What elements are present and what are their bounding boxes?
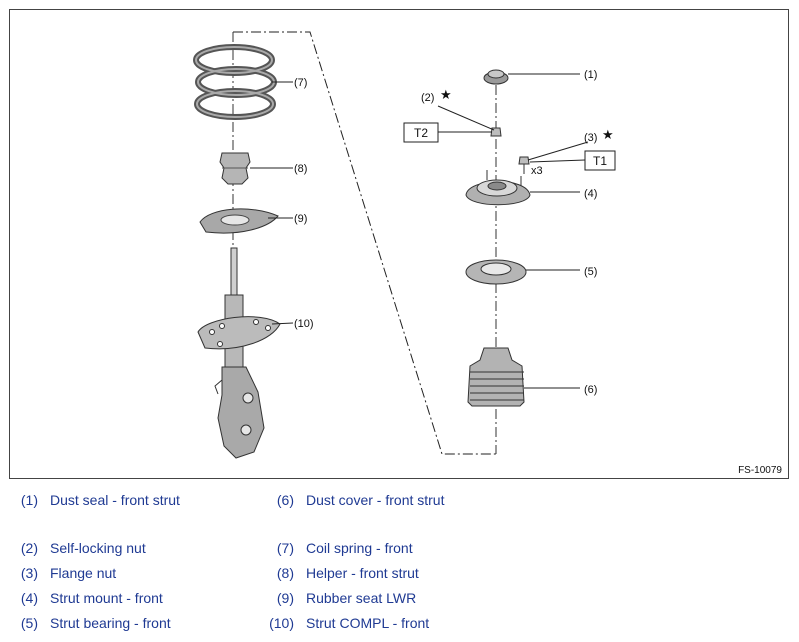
- explode-boundary: [233, 31, 496, 455]
- dust-cover-part: [467, 347, 525, 407]
- callout-8: (8): [294, 163, 307, 175]
- callout-6: (6): [584, 384, 597, 396]
- torque-box-t1: [584, 150, 616, 171]
- legend-number: (2): [20, 540, 38, 556]
- figure-code: FS-10079: [738, 465, 782, 476]
- strut-mount-part: [465, 170, 531, 206]
- legend-label: Strut mount - front: [50, 590, 163, 606]
- legend-number: (4): [20, 590, 38, 606]
- legend-number: (10): [269, 615, 294, 631]
- callout-9: (9): [294, 213, 307, 225]
- callout-10: (10): [294, 318, 314, 330]
- legend-item: (8) Helper - front strut: [256, 565, 419, 581]
- legend-item: (4) Strut mount - front: [0, 590, 163, 606]
- helper-part: [219, 152, 251, 185]
- callout-1: (1): [584, 69, 597, 81]
- strut-bearing-part: [465, 259, 527, 285]
- legend-item: (3) Flange nut: [0, 565, 116, 581]
- callout-5: (5): [584, 266, 597, 278]
- legend-label: Dust cover - front strut: [306, 492, 445, 508]
- star-icon-c3: ★: [602, 127, 614, 142]
- legend-item: (10) Strut COMPL - front: [256, 615, 429, 631]
- exploded-strut-diagram: T2 T1 x3 ★ ★ (1) (2) (3) (4) (5) (6) (7)…: [193, 31, 616, 459]
- flange-nut-part: [518, 156, 530, 174]
- legend-number: (3): [20, 565, 38, 581]
- callout-7: (7): [294, 77, 307, 89]
- coil-spring-part: [193, 44, 277, 120]
- star-icon-c2: ★: [440, 87, 452, 102]
- legend-number: (8): [276, 565, 294, 581]
- legend-item: (1) Dust seal - front strut: [0, 492, 180, 508]
- legend-label: Strut bearing - front: [50, 615, 171, 631]
- legend-number: (5): [20, 615, 38, 631]
- legend-item: (2) Self-locking nut: [0, 540, 146, 556]
- legend-label: Self-locking nut: [50, 540, 146, 556]
- dust-seal-part: [483, 69, 509, 85]
- legend-label: Dust seal - front strut: [50, 492, 180, 508]
- callout-3: (3): [584, 132, 597, 144]
- rubber-seat-part: [199, 208, 279, 234]
- callout-4: (4): [584, 188, 597, 200]
- legend-number: (7): [276, 540, 294, 556]
- center-axis: [232, 32, 497, 454]
- legend-label: Strut COMPL - front: [306, 615, 430, 631]
- leader-lines: [250, 73, 589, 389]
- legend-label: Helper - front strut: [306, 565, 419, 581]
- torque-label-t1: T1: [593, 154, 607, 168]
- diagram-frame: T2 T1 x3 ★ ★ (1) (2) (3) (4) (5) (6) (7)…: [9, 9, 789, 479]
- legend-item: (7) Coil spring - front: [256, 540, 413, 556]
- quantity-label: x3: [531, 165, 543, 177]
- legend-number: (6): [276, 492, 294, 508]
- parts-legend: (1) Dust seal - front strut (6) Dust cover…: [0, 480, 799, 642]
- torque-label-t2: T2: [414, 126, 428, 140]
- legend-item: (9) Rubber seat LWR: [256, 590, 416, 606]
- torque-box-t2: [403, 122, 439, 143]
- legend-label: Flange nut: [50, 565, 117, 581]
- legend-number: (9): [276, 590, 294, 606]
- legend-label: Coil spring - front: [306, 540, 413, 556]
- callout-2: (2): [421, 92, 434, 104]
- legend-item: (6) Dust cover - front strut: [256, 492, 445, 508]
- legend-item: (5) Strut bearing - front: [0, 615, 171, 631]
- strut-assembly-part: [197, 247, 281, 459]
- legend-label: Rubber seat LWR: [306, 590, 417, 606]
- legend-number: (1): [20, 492, 38, 508]
